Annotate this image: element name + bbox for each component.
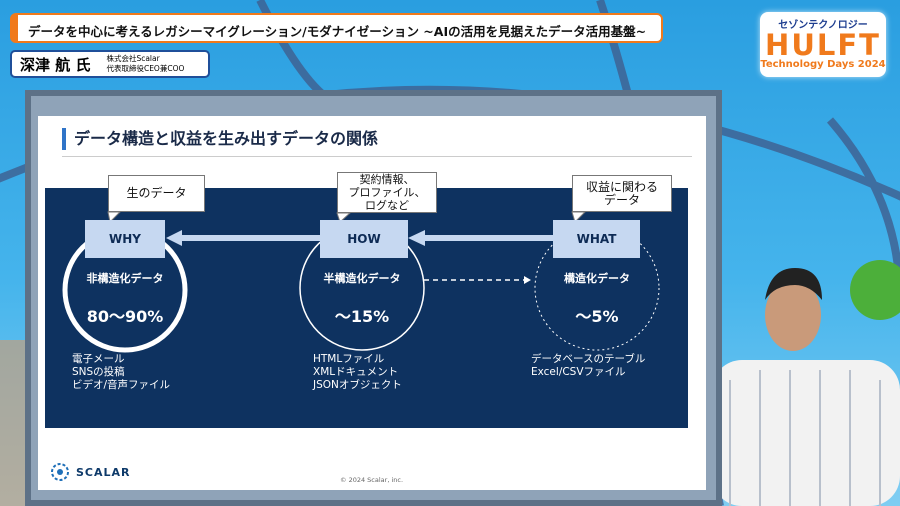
example-item: JSONオブジェクト: [313, 379, 402, 391]
why-percent: 80〜90%: [86, 307, 164, 326]
speaker-company: 株式会社Scalar: [106, 54, 160, 63]
scalar-logo-icon: [51, 463, 69, 481]
dashed-arrow: [424, 276, 531, 284]
why-box: WHY: [85, 220, 165, 258]
session-title: データを中心に考えるレガシーマイグレーション/モダナイゼーション ~AIの活用を…: [10, 13, 663, 43]
arrow-how-to-why: [166, 230, 320, 246]
why-examples: 電子メール SNSの投稿 ビデオ/音声ファイル: [72, 353, 170, 392]
divider: [62, 156, 692, 157]
what-box: WHAT: [553, 220, 640, 258]
example-item: Excel/CSVファイル: [531, 366, 626, 378]
example-item: HTMLファイル: [313, 353, 385, 365]
speaker-role: 代表取締役CEO兼COO: [106, 64, 185, 73]
why-label: 非構造化データ: [86, 272, 164, 285]
callout-what: 収益に関わる データ: [572, 175, 672, 212]
scalar-logo-text: SCALAR: [76, 465, 131, 479]
arrow-what-to-how: [408, 230, 554, 246]
speaker-name: 深津 航 氏: [20, 55, 91, 74]
slide-title: データ構造と収益を生み出すデータの関係: [62, 128, 378, 150]
example-item: 電子メール: [72, 353, 125, 365]
logo-main-text: HULFT: [765, 28, 881, 62]
event-logo: セゾンテクノロジー HULFT Technology Days 2024: [760, 12, 886, 77]
callout-how: 契約情報、 プロファイル、 ログなど: [337, 172, 437, 213]
how-label: 半構造化データ: [323, 272, 401, 285]
speaker-person: [712, 268, 900, 506]
what-examples: データベースのテーブル Excel/CSVファイル: [531, 353, 645, 379]
example-item: データベースのテーブル: [531, 353, 646, 365]
example-item: XMLドキュメント: [313, 366, 399, 378]
how-examples: HTMLファイル XMLドキュメント JSONオブジェクト: [313, 353, 402, 392]
logo-sub-text: Technology Days 2024: [760, 59, 886, 70]
copyright: © 2024 Scalar, inc.: [340, 476, 404, 484]
callout-why: 生のデータ: [108, 175, 205, 212]
example-item: ビデオ/音声ファイル: [72, 379, 171, 391]
what-label: 構造化データ: [564, 272, 630, 285]
what-percent: 〜5%: [575, 307, 619, 326]
scalar-logo: SCALAR: [50, 462, 131, 482]
how-percent: 〜15%: [334, 307, 390, 326]
logo-top-text: セゾンテクノロジー: [778, 20, 868, 31]
how-box: HOW: [320, 220, 408, 258]
example-item: SNSの投稿: [72, 366, 125, 378]
